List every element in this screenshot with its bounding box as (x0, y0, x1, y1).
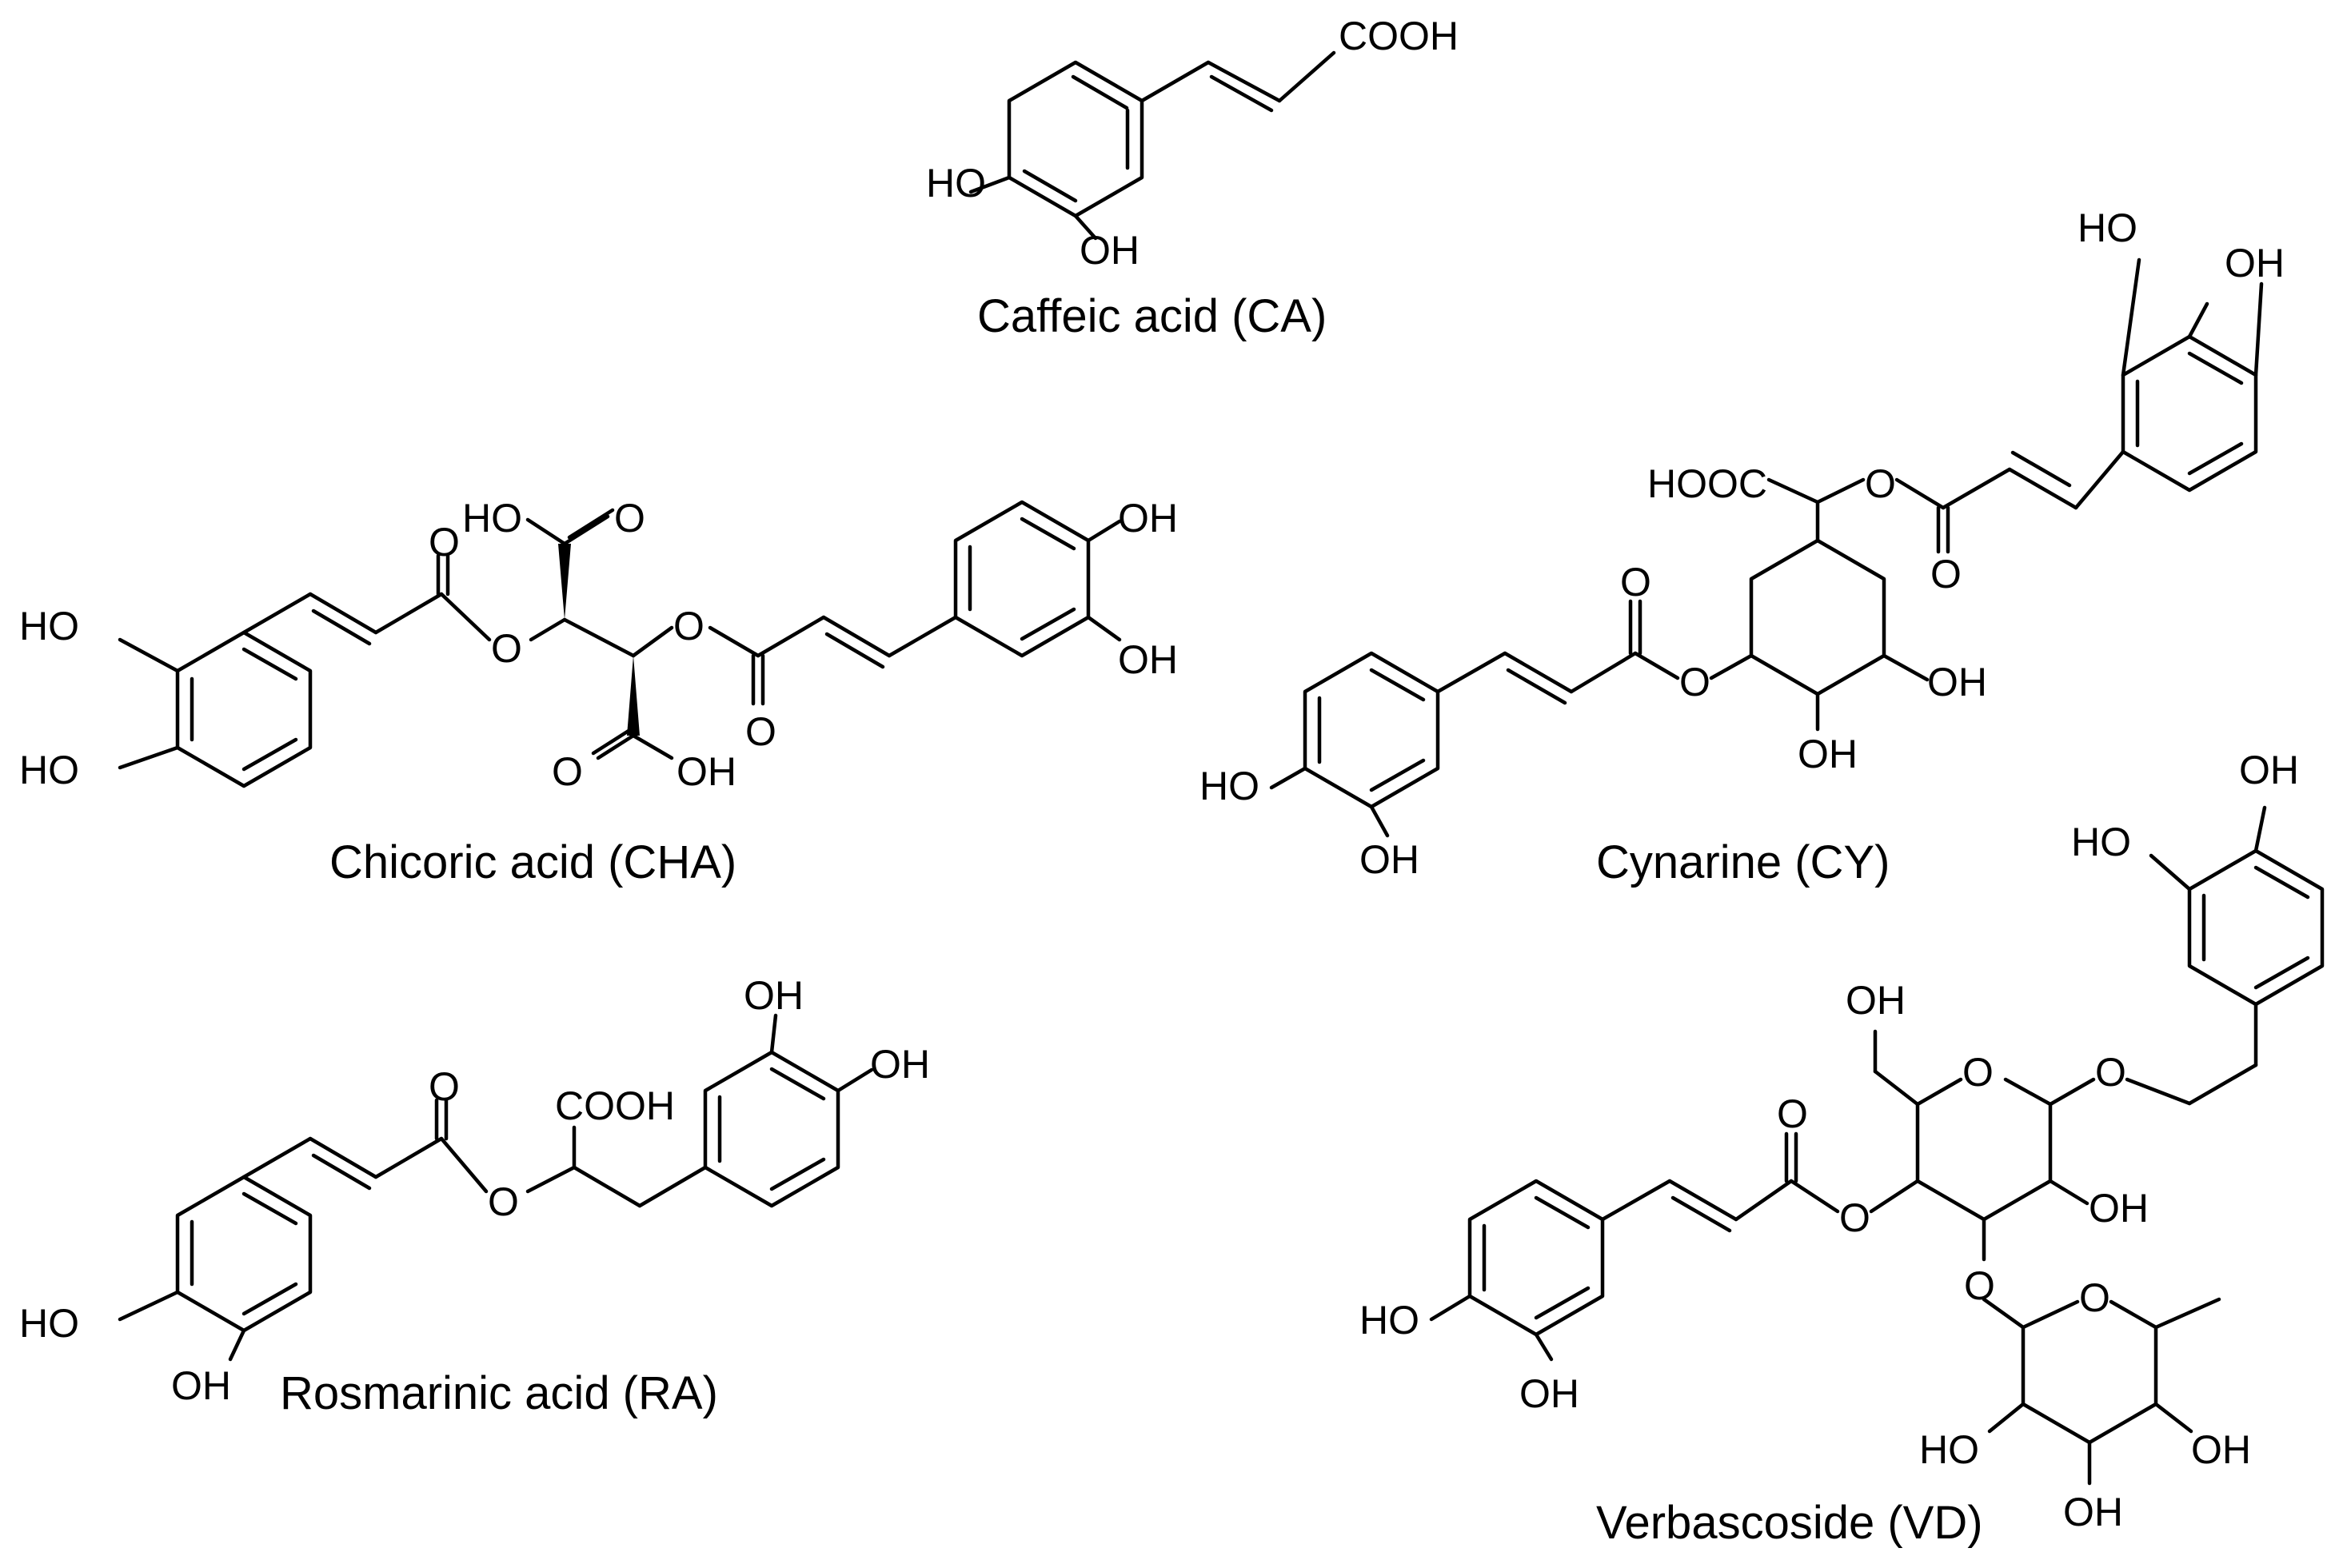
verbascoside-oh-ch2: OH (1846, 978, 1906, 1023)
rosmarinic-acid-label: Rosmarinic acid (RA) (280, 1367, 718, 1419)
chicoric-o-carbonyl-1: O (429, 520, 460, 565)
verbascoside-ho-3: HO (2071, 820, 2131, 864)
rosmarinic-oh-3: OH (870, 1042, 930, 1087)
caffeic-acid-structure: COOH HO OH Caffeic acid (CA) (926, 14, 1459, 342)
verbascoside-oh-4: OH (2063, 1490, 2123, 1534)
verbascoside-oh-1: OH (1519, 1371, 1579, 1416)
chicoric-wedge-up (558, 544, 571, 620)
verbascoside-o-glycoside-1: O (2095, 1050, 2126, 1095)
rosmarinic-o-carbonyl: O (429, 1064, 460, 1109)
rosmarinic-ho: HO (19, 1301, 79, 1346)
rosmarinic-o-ester: O (488, 1179, 519, 1224)
cynarine-o-carbonyl-1: O (1620, 560, 1651, 604)
rosmarinic-oh-1: OH (171, 1363, 231, 1408)
verbascoside-oh-3: OH (2191, 1427, 2251, 1472)
cynarine-oh-2: OH (1927, 660, 1987, 704)
rosmarinic-oh-2: OH (744, 973, 804, 1018)
rosmarinic-acid-structure: HO OH O O COOH OH OH Rosmarinic acid (RA… (19, 973, 930, 1419)
cynarine-o-ester-1: O (1679, 660, 1710, 704)
verbascoside-o-glycoside-2: O (1964, 1263, 1995, 1308)
chicoric-o-ester-1: O (491, 626, 522, 671)
chicoric-oh-2: OH (1118, 637, 1178, 682)
verbascoside-structure: HO OH O O OH O O OH O O HO OH OH HO OH V… (1359, 748, 2325, 1549)
cynarine-o-ester-2: O (1865, 461, 1896, 506)
chicoric-ho-2: HO (19, 748, 79, 792)
cynarine-hooc: HOOC (1647, 461, 1767, 506)
cynarine-ho-1: HO (1199, 764, 1259, 808)
verbascoside-o-ester: O (1839, 1195, 1870, 1240)
verbascoside-o-carbonyl: O (1777, 1091, 1808, 1136)
chicoric-oh-1: OH (1118, 496, 1178, 541)
caffeic-acid-oh: OH (1080, 228, 1140, 273)
verbascoside-oh-2: OH (2089, 1186, 2149, 1231)
cynarine-label: Cynarine (CY) (1596, 836, 1890, 888)
caffeic-acid-cooh: COOH (1339, 14, 1459, 58)
chicoric-ho-acid-1: HO (462, 496, 522, 541)
cynarine-oh-4: OH (2225, 241, 2285, 285)
chicoric-o-acid-1: O (614, 496, 645, 541)
caffeic-acid-label: Caffeic acid (CA) (977, 290, 1327, 342)
rosmarinic-cooh: COOH (555, 1083, 675, 1128)
chicoric-o-acid-2: O (552, 749, 583, 794)
verbascoside-o-ring-1: O (1962, 1050, 1994, 1095)
verbascoside-o-ring-2: O (2079, 1275, 2110, 1320)
chicoric-o-ester-2: O (673, 604, 704, 648)
cynarine-o-carbonyl-2: O (1930, 552, 1962, 596)
verbascoside-bonds (1429, 805, 2325, 1486)
chicoric-ho-1: HO (19, 604, 79, 648)
cynarine-ho-2: HO (2078, 205, 2137, 250)
chicoric-o-carbonyl-2: O (745, 709, 776, 754)
verbascoside-label: Verbascoside (VD) (1596, 1497, 1983, 1549)
verbascoside-ho-2: HO (1919, 1427, 1979, 1472)
cynarine-bonds (1269, 257, 2264, 838)
chicoric-acid-bonds (118, 500, 1122, 788)
chicoric-wedge-down (627, 656, 640, 736)
verbascoside-ho-1: HO (1359, 1298, 1419, 1343)
cynarine-oh-3: OH (1798, 732, 1858, 776)
chicoric-acid-label: Chicoric acid (CHA) (329, 836, 736, 888)
caffeic-acid-ho: HO (926, 161, 986, 205)
cynarine-oh-1: OH (1359, 837, 1419, 882)
chicoric-oh-acid-2: OH (677, 749, 736, 794)
chicoric-acid-structure: HO HO O O HO O O O OH O OH OH Chicoric a… (19, 496, 1178, 888)
caffeic-acid-bonds (968, 50, 1336, 241)
rosmarinic-acid-bonds (118, 1013, 874, 1362)
cynarine-structure: HO OH O O OH OH HOOC O O HO OH Cynarine … (1199, 205, 2285, 888)
verbascoside-oh-5: OH (2239, 748, 2299, 792)
